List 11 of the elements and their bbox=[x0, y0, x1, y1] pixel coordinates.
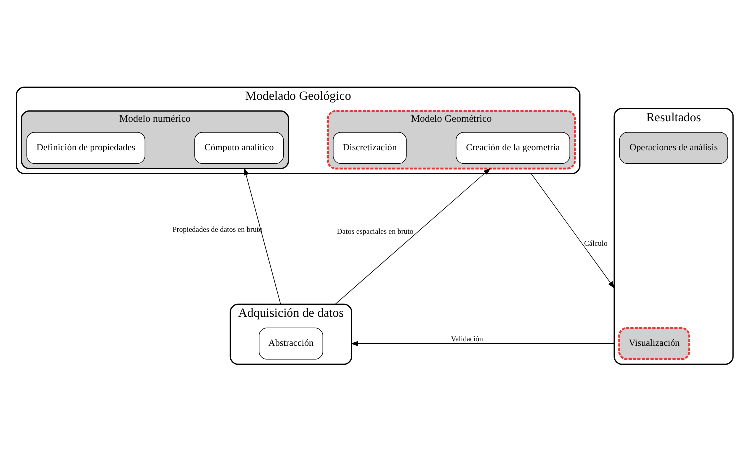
arrow bbox=[335, 168, 492, 304]
node-box: Operaciones de análisis bbox=[619, 132, 728, 164]
node-box: Definición de propiedades bbox=[26, 132, 146, 164]
node-box: Visualización bbox=[618, 326, 690, 360]
arrow bbox=[244, 167, 282, 304]
node-box: Creación de la geometría bbox=[456, 132, 570, 164]
node-box: Discretización bbox=[333, 132, 407, 164]
arrow bbox=[531, 172, 616, 288]
arrow bbox=[350, 340, 615, 346]
node-box: Abstracción bbox=[259, 327, 324, 360]
node-box: Cómputo analítico bbox=[194, 132, 284, 164]
